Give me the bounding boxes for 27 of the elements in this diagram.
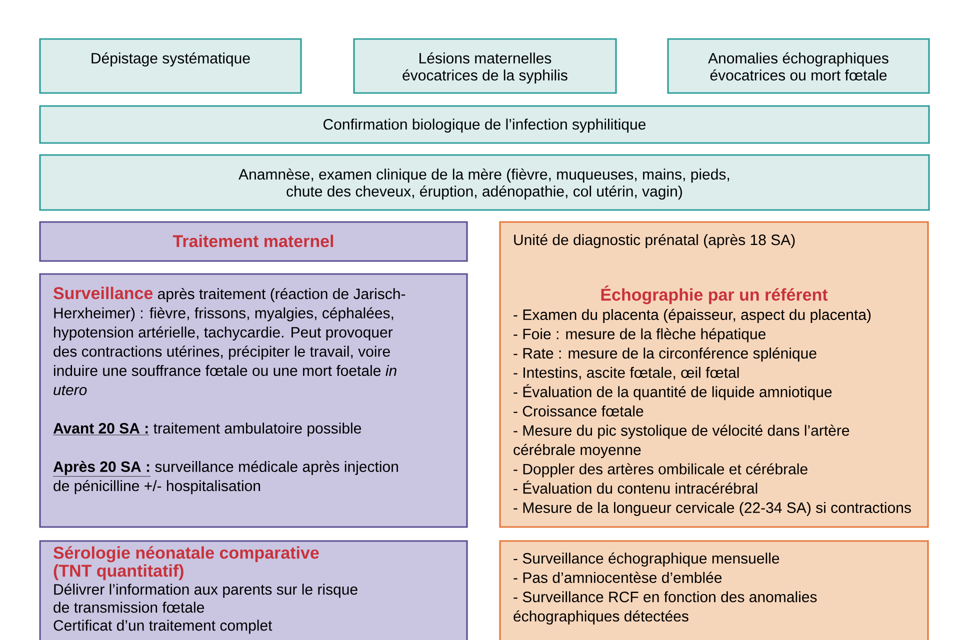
info-box: Lésions maternelles évocatrices de la syphilis: [353, 38, 617, 94]
list-item: - Pas d’amniocentèse d’emblée: [514, 572, 722, 583]
paragraph: Délivrer l’information aux parents sur le risque de transmission fœtale: [54, 584, 358, 613]
list-item: - Examen du placenta (épaisseur, aspect du placenta): [514, 308, 871, 323]
info-box: Dépistage systématique: [39, 38, 302, 94]
list-item: - Rate : mesure de la circonférence splénique: [514, 347, 816, 362]
section-heading: Échographie par un référent: [601, 286, 828, 304]
list-item: - Mesure de la longueur cervicale (22-34 SA) si contractions: [514, 502, 911, 516]
panel-title: Unité de diagnostic prénatal (après 18 SA): [514, 234, 795, 248]
paragraph: Après 20 SA : surveillance médicale après injection de pénicilline +/- hospitalisation: [52, 460, 398, 494]
paragraph: Avant 20 SA : traitement ambulatoire possible: [52, 422, 362, 437]
info-box: Anamnèse, examen clinique de la mère (fièvre, muqueuses, mains, pieds, chute des cheveux, éruption, adénopathie, col utérin, vagin): [39, 154, 930, 211]
paragraph: Certificat d’un traitement complet: [54, 620, 272, 634]
list-item: - Surveillance RCF en fonction des anomalies échographiques détectées: [514, 591, 817, 625]
info-box: Anomalies échographiques évocatrices ou mort fœtale: [667, 38, 930, 94]
paragraph: Surveillance après traitement (réaction de Jarisch-Herxheimer) : fièvre, frissons, myalgies, céphalées, hypotension artérielle, tachycardie. Peut provoquer des contractions utérines, précipiter le travail, voire induire une souffrance fœtale ou une mort foetale in utero: [54, 286, 406, 396]
list-item: - Évaluation du contenu intracérébral: [514, 480, 758, 494]
section-heading: Sérologie néonatale comparative (TNT quantitatif): [54, 546, 319, 580]
list-item: - Évaluation de la quantité de liquide amniotique: [514, 384, 832, 400]
info-box: Confirmation biologique de l’infection syphilitique: [39, 105, 930, 144]
header-box: Traitement maternel: [39, 221, 468, 262]
list-item: - Mesure du pic systolique de vélocité dans l’artère cérébrale moyenne: [514, 424, 850, 458]
list-item: - Foie : mesure de la flèche hépatique: [514, 328, 766, 342]
list-item: - Surveillance échographique mensuelle: [514, 552, 780, 567]
list-item: - Croissance fœtale: [514, 406, 644, 417]
list-item: - Doppler des artères ombilicale et cérébrale: [514, 463, 808, 478]
list-item: - Intestins, ascite fœtale, œil fœtal: [514, 366, 739, 380]
